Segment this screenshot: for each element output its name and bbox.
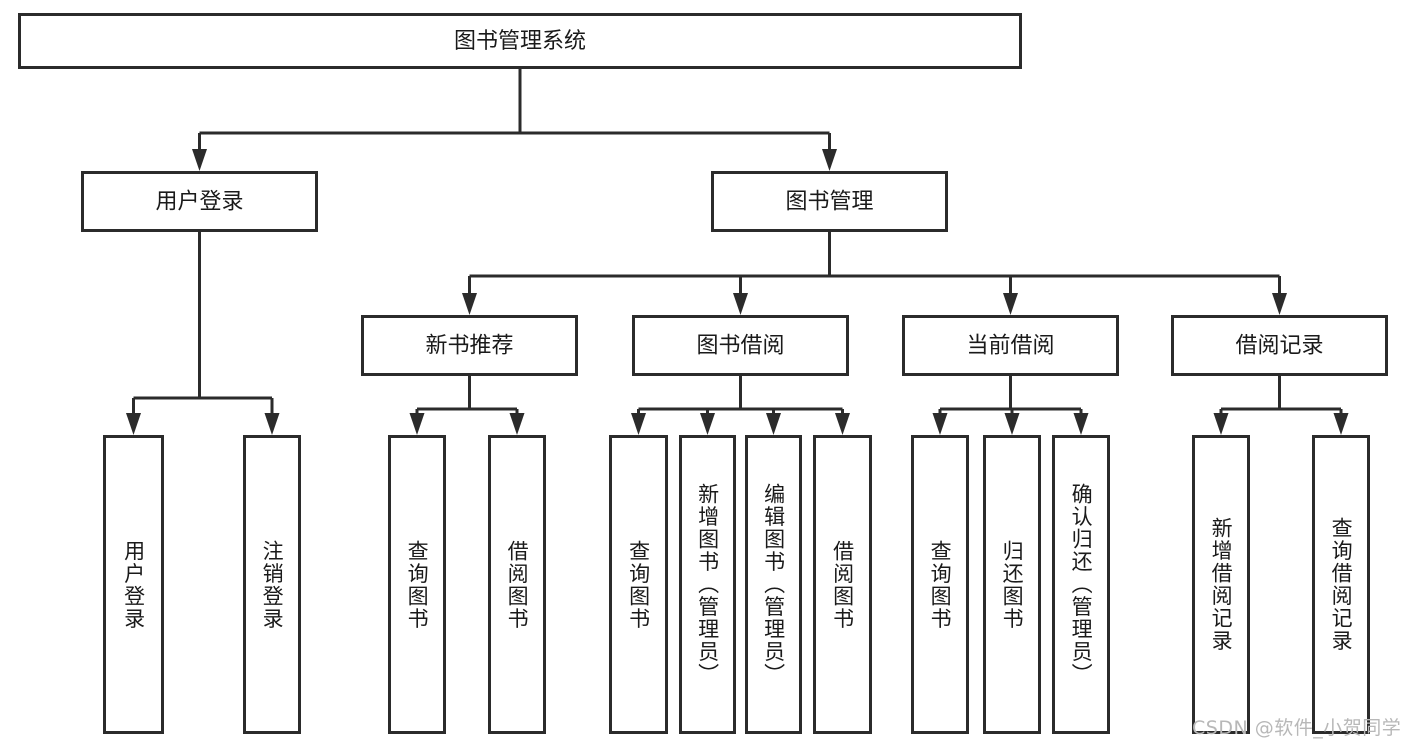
- arrow-head: [1272, 293, 1287, 315]
- node-leaf-logout[interactable]: [243, 435, 301, 734]
- node-leaf-query-book-current[interactable]: [911, 435, 969, 734]
- node-root[interactable]: [18, 13, 1022, 69]
- node-book-manage-label: 图书管理: [785, 190, 873, 215]
- node-leaf-return-book[interactable]: [983, 435, 1041, 734]
- node-leaf-borrow-book-rec[interactable]: [488, 435, 546, 734]
- box-layer: [18, 13, 1388, 734]
- arrow-head: [126, 413, 141, 435]
- node-new-book-rec[interactable]: [361, 315, 578, 376]
- arrow-head: [1004, 413, 1020, 435]
- arrow-head: [631, 413, 646, 435]
- connector-layer: [126, 69, 1349, 435]
- node-book-borrow-label: 图书借阅: [696, 334, 784, 359]
- node-user-login-label: 用户登录: [155, 190, 243, 215]
- node-leaf-edit-book[interactable]: [745, 435, 802, 734]
- arrow-head: [264, 413, 280, 435]
- node-root-label: 图书管理系统: [454, 29, 586, 54]
- node-user-login[interactable]: [81, 171, 318, 232]
- node-current-borrow-label: 当前借阅: [966, 334, 1054, 359]
- node-book-manage[interactable]: [711, 171, 948, 232]
- node-new-book-rec-label: 新书推荐: [425, 334, 513, 359]
- watermark: CSDN @软件_小贺同学: [1192, 717, 1402, 739]
- arrow-head: [1333, 413, 1349, 435]
- arrow-head: [766, 413, 781, 435]
- arrow-head: [932, 413, 948, 435]
- arrow-head: [1213, 413, 1229, 435]
- node-leaf-confirm-return[interactable]: [1052, 435, 1110, 734]
- arrow-head: [1003, 293, 1018, 315]
- node-leaf-borrow-book[interactable]: [813, 435, 872, 734]
- arrow-head: [509, 413, 525, 435]
- arrow-head: [700, 413, 715, 435]
- node-leaf-query-book-rec[interactable]: [388, 435, 446, 734]
- arrow-head: [192, 149, 207, 171]
- node-leaf-user-login[interactable]: [103, 435, 164, 734]
- arrow-head: [822, 149, 837, 171]
- arrow-head: [835, 413, 850, 435]
- node-leaf-add-borrow-record[interactable]: [1192, 435, 1250, 734]
- arrow-head: [409, 413, 425, 435]
- node-leaf-query-borrow-record[interactable]: [1312, 435, 1370, 734]
- node-leaf-add-book[interactable]: [679, 435, 736, 734]
- node-leaf-query-book-borrow[interactable]: [609, 435, 668, 734]
- node-borrow-record-label: 借阅记录: [1235, 334, 1323, 359]
- arrow-head: [462, 293, 477, 315]
- node-book-borrow[interactable]: [632, 315, 849, 376]
- node-current-borrow[interactable]: [902, 315, 1119, 376]
- arrow-head: [1073, 413, 1089, 435]
- node-borrow-record[interactable]: [1171, 315, 1388, 376]
- arrow-head: [733, 293, 748, 315]
